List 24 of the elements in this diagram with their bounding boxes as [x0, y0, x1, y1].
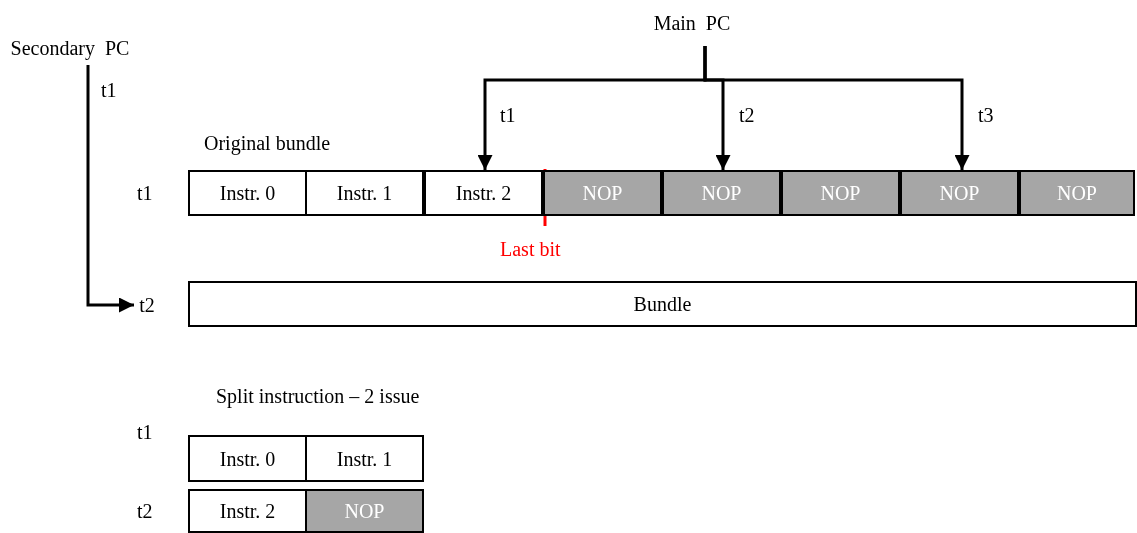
instruction-slot: Instr. 1 [305, 170, 424, 216]
nop-slot: NOP [305, 489, 424, 533]
section-title: Original bundle [204, 131, 331, 157]
row-label: t1 [137, 181, 153, 206]
nop-slot: NOP [662, 170, 781, 216]
arrow [703, 46, 970, 170]
instruction-slot: Instr. 0 [188, 170, 307, 216]
nop-slot: NOP [1019, 170, 1135, 216]
instruction-slot: Instr. 0 [188, 435, 307, 482]
pc-label: Main PC [640, 8, 744, 38]
bundle-bar: Bundle [188, 281, 1137, 327]
nop-slot: NOP [781, 170, 900, 216]
instruction-slot: Instr. 2 [188, 489, 307, 533]
row-label: t1 [137, 420, 153, 445]
section-title: Split instruction – 2 issue [216, 384, 420, 410]
pc-label: t2 [134, 291, 160, 319]
nop-slot: NOP [900, 170, 1019, 216]
instruction-slot: Instr. 2 [424, 170, 543, 216]
marker-label: Last bit [500, 237, 561, 262]
pc-label: Secondary PC [2, 33, 138, 63]
arrow [86, 65, 134, 313]
nop-slot: NOP [543, 170, 662, 216]
row-label: t2 [137, 499, 153, 524]
instruction-slot: Instr. 1 [305, 435, 424, 482]
